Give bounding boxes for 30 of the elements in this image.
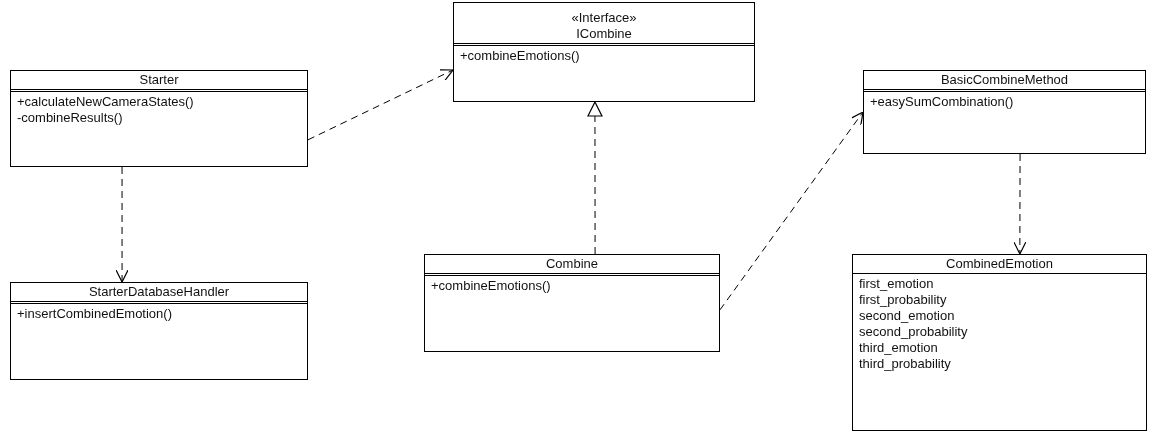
attribute-name: first_probability — [859, 292, 947, 308]
class-name: Combine — [546, 256, 598, 272]
dependency-arrow — [719, 111, 864, 311]
method-signature: -combineResults() — [17, 110, 123, 126]
class-box — [453, 2, 755, 102]
method-signature: +calculateNewCameraStates() — [17, 94, 194, 110]
attribute-name: second_emotion — [859, 308, 955, 324]
dependency-arrow — [307, 69, 454, 141]
method-signature: +combineEmotions() — [460, 48, 580, 64]
stereotype-label: «Interface» — [571, 10, 637, 26]
realization-arrow — [587, 101, 603, 255]
class-name: CombinedEmotion — [946, 256, 1053, 272]
dependency-arrow — [115, 166, 129, 283]
dependency-arrow — [1013, 153, 1027, 255]
interface-name: ICombine — [576, 26, 632, 42]
class-name: BasicCombineMethod — [940, 72, 1069, 88]
class-name: StarterDatabaseHandler — [88, 284, 230, 300]
class-box — [852, 254, 1147, 431]
attribute-name: second_probability — [859, 324, 968, 340]
method-signature: +easySumCombination() — [870, 94, 1014, 110]
class-box — [424, 254, 720, 352]
method-signature: +combineEmotions() — [431, 278, 551, 294]
class-box — [10, 70, 308, 167]
class-box — [863, 70, 1146, 154]
attribute-name: third_emotion — [859, 340, 938, 356]
class-name: Starter — [139, 72, 179, 88]
method-signature: +insertCombinedEmotion() — [17, 306, 172, 322]
attribute-name: first_emotion — [859, 276, 934, 292]
attribute-name: third_probability — [859, 356, 951, 372]
class-box — [10, 282, 308, 380]
